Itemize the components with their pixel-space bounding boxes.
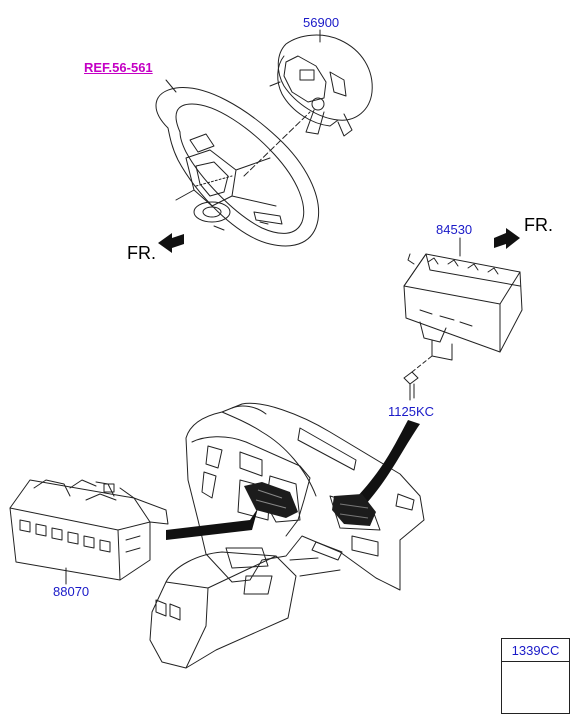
callout-leaders [166,420,420,540]
steering-airbag-label[interactable]: 56900 [303,15,340,30]
bolt-label[interactable]: 1125KC [388,404,435,419]
steering-airbag [269,29,373,137]
front-direction-label: FR. [524,215,553,235]
bolt [403,355,433,401]
passenger-airbag-label[interactable]: 84530 [436,222,473,237]
nut-label[interactable]: 1339CC [502,639,569,662]
control-module [9,479,169,585]
reference-link[interactable]: REF.56-561 [84,60,153,75]
steering-wheel [155,79,320,247]
control-module-label[interactable]: 88070 [53,584,90,599]
nut-part-box[interactable]: 1339CC [501,638,570,714]
arrow-front-icon [494,228,520,249]
front-direction-arrows [158,228,520,253]
front-direction-label: FR. [127,243,156,263]
arrow-front-icon [158,233,184,253]
dashboard [149,402,425,669]
passenger-airbag [403,237,523,361]
dash-components [244,482,376,526]
